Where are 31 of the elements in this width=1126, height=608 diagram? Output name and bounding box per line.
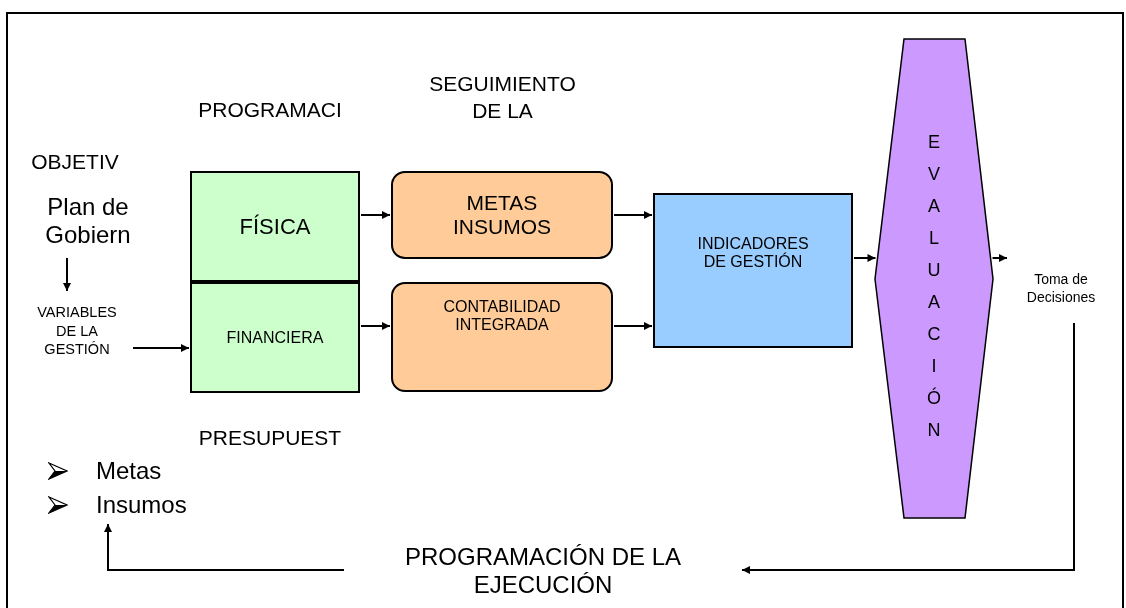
decision-text: Toma de Decisiones [1026,269,1096,307]
plan-text: Plan de Gobiern [44,193,132,249]
arrow [132,344,190,352]
process-box [190,282,360,393]
box-label: FINANCIERA [226,328,324,347]
arrow [741,322,1075,574]
box-label: METAS INSUMOS [453,191,551,239]
process-box [391,282,613,392]
arrow [991,254,1008,262]
arrow [63,257,71,292]
process-text: PROGRAMACIÓN DE LA EJECUCIÓN [403,543,682,599]
process-box [391,171,613,259]
arrow [613,322,653,330]
variables-text: VARIABLES DE LA GESTIÓN [36,302,118,360]
section-heading: OBJETIV [30,149,120,175]
box-label: INDICADORES DE GESTIÓN [697,234,809,271]
section-heading: SEGUIMIENTO DE LA [428,71,577,125]
list-item: Insumos [96,491,187,519]
vertical-label: EVALUACIÓN [926,131,942,443]
section-heading: PRESUPUEST [197,425,343,451]
arrow [853,254,877,262]
process-box [190,171,360,282]
section-heading: PROGRAMACI [197,97,343,123]
list-item: Metas [96,457,162,485]
arrow [360,322,391,330]
process-box [653,193,853,348]
arrow [613,211,653,219]
arrow [360,211,391,219]
box-label: CONTABILIDAD INTEGRADA [443,298,561,334]
box-label: FÍSICA [239,213,311,240]
arrow [104,523,345,571]
